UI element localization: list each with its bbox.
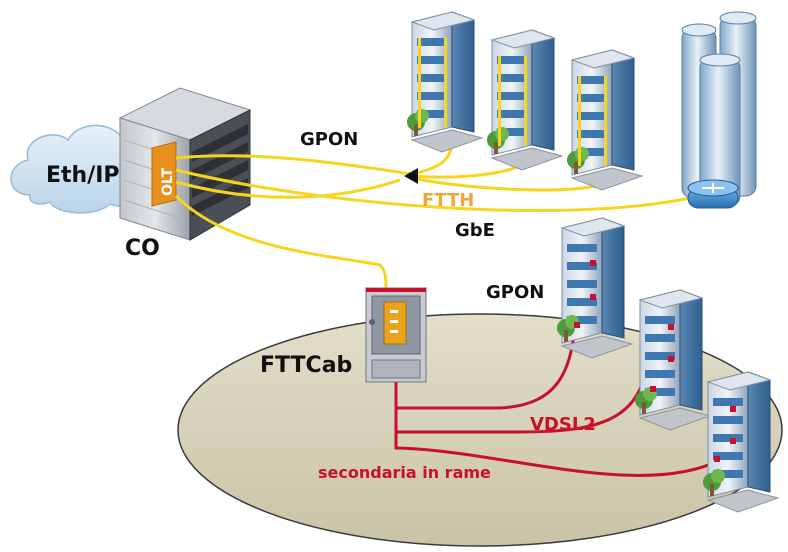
skyscraper-icon bbox=[681, 11, 757, 207]
vdsl2-label: VDSL2 bbox=[530, 414, 596, 435]
secondaria-label: secondaria in rame bbox=[318, 463, 491, 482]
gbe-label: GbE bbox=[455, 220, 495, 241]
cloud-label: Eth/IP bbox=[46, 163, 120, 188]
building-ftth-2 bbox=[486, 29, 563, 171]
splitter-arrow bbox=[404, 168, 418, 184]
building-vdsl-1 bbox=[556, 217, 633, 359]
fiber-links bbox=[174, 139, 691, 289]
access-area-ellipse bbox=[177, 313, 783, 547]
copper-line-3 bbox=[394, 432, 721, 477]
fiber-ftth-router bbox=[175, 168, 691, 212]
router-icon bbox=[687, 179, 739, 209]
fiber-gpon-trunk bbox=[175, 154, 413, 176]
building-ftth-1 bbox=[406, 11, 483, 153]
building-vdsl-2 bbox=[634, 289, 711, 431]
fiber-gbe bbox=[175, 178, 401, 199]
building-ftth-3 bbox=[566, 49, 643, 191]
fttcab-cabinet-icon bbox=[365, 287, 427, 383]
gpon-top-label: GPON bbox=[300, 129, 358, 150]
co-server-icon bbox=[118, 87, 252, 241]
fiber-fttcab bbox=[174, 194, 388, 289]
gpon-mid-label: GPON bbox=[486, 282, 544, 303]
co-label: CO bbox=[125, 236, 160, 261]
building-vdsl-3 bbox=[702, 371, 779, 513]
olt-label: OLT bbox=[160, 167, 176, 196]
ftth-label: FTTH bbox=[422, 190, 474, 211]
fttcab-label: FTTCab bbox=[260, 353, 352, 378]
olt-card bbox=[151, 141, 177, 207]
